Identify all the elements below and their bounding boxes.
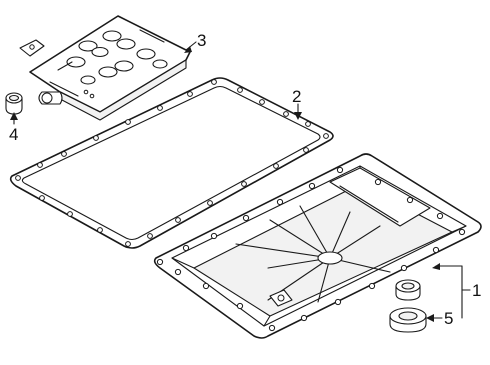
callout-leaders: [10, 41, 471, 322]
transmission-pan-gasket: [9, 77, 334, 249]
callout-5: 5: [444, 309, 453, 328]
callout-1: 1: [472, 281, 481, 300]
gasket-bolt-holes: [15, 79, 329, 247]
filter-ribs: [49, 29, 168, 97]
callout-3: 3: [197, 31, 206, 50]
drain-plug: [395, 279, 421, 301]
pan-bolt-holes: [156, 166, 466, 332]
transmission-filter: [19, 15, 191, 121]
pan-ribs: [235, 205, 391, 303]
drain-plug-washer: [389, 307, 427, 333]
filter-seal: [5, 92, 23, 115]
callout-4: 4: [9, 125, 18, 144]
transmission-oil-pan: [153, 153, 482, 339]
callout-2: 2: [292, 87, 301, 106]
